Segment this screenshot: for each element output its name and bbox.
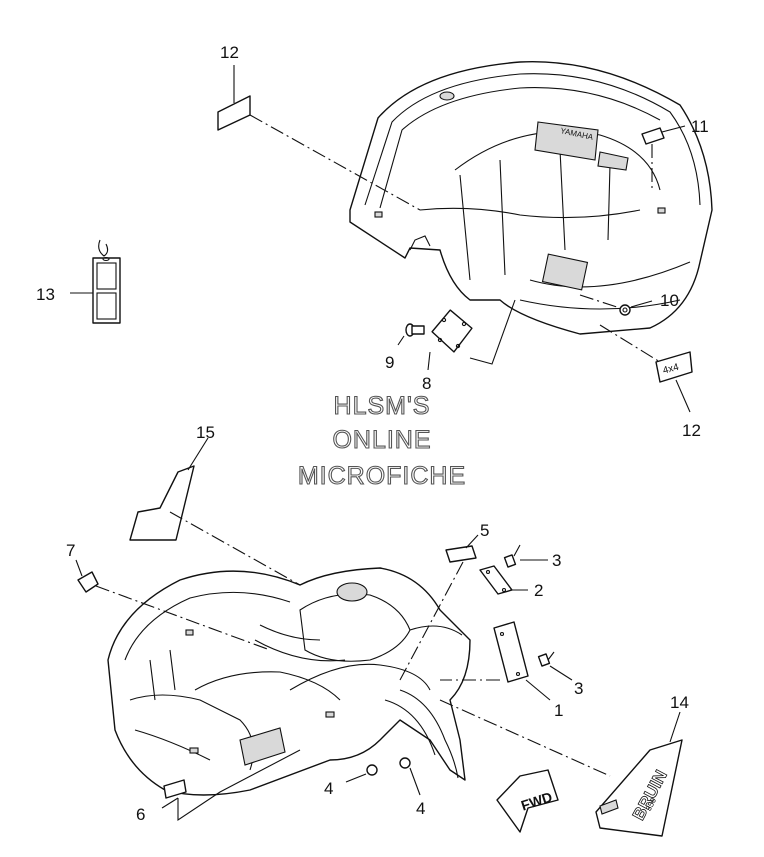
callout-3-lower: 3 [574, 679, 583, 698]
tag-13: 13 [36, 239, 121, 324]
watermark-line-2: ONLINE [332, 426, 431, 454]
callout-4-left: 4 [324, 779, 333, 798]
rivet-9: 9 [385, 323, 425, 372]
callout-9: 9 [385, 353, 394, 372]
grommet-10: 10 [579, 291, 679, 316]
callout-8: 8 [422, 374, 431, 393]
label-6: 6 [136, 749, 301, 824]
callout-15: 15 [196, 423, 215, 442]
plate-8: 8 [422, 299, 516, 393]
callout-7: 7 [66, 541, 75, 560]
bracket-2: 2 [479, 565, 543, 600]
callout-11: 11 [691, 117, 709, 136]
rear-fender: YAMAHA [349, 60, 713, 335]
grommet-4-right: 4 [399, 757, 425, 818]
label-5: 5 [399, 521, 489, 681]
callout-10: 10 [660, 291, 679, 310]
watermark: HLSM'S ONLINE MICROFICHE [297, 391, 466, 490]
callout-2: 2 [534, 581, 543, 600]
screw-3-lower: 3 [537, 651, 583, 698]
callout-14: 14 [670, 693, 689, 712]
callout-3-upper: 3 [552, 551, 561, 570]
plate-1: 1 [440, 621, 563, 720]
watermark-line-3: MICROFICHE [298, 462, 466, 490]
emblem-text: 4x4 [662, 362, 681, 377]
callout-12-top: 12 [220, 43, 239, 62]
label-12-top: 12 [217, 43, 421, 211]
fwd-arrow: FWD [496, 769, 559, 833]
callout-4-right: 4 [416, 799, 425, 818]
decal-14: BRUIN 350 14 [439, 693, 689, 837]
front-fender [107, 567, 471, 796]
watermark-line-1: HLSM'S [334, 392, 431, 420]
callout-1: 1 [554, 701, 563, 720]
callout-12-bottom: 12 [682, 421, 701, 440]
label-11: 11 [641, 117, 709, 190]
emblem-12: 4x4 12 [599, 324, 701, 440]
callout-13: 13 [36, 285, 55, 304]
callout-5: 5 [480, 521, 489, 540]
callout-6: 6 [136, 805, 145, 824]
screw-3-upper: 3 [503, 544, 561, 570]
grommet-4-left: 4 [324, 764, 378, 798]
plug-7: 7 [66, 541, 271, 651]
decal-15: 15 [129, 423, 301, 586]
